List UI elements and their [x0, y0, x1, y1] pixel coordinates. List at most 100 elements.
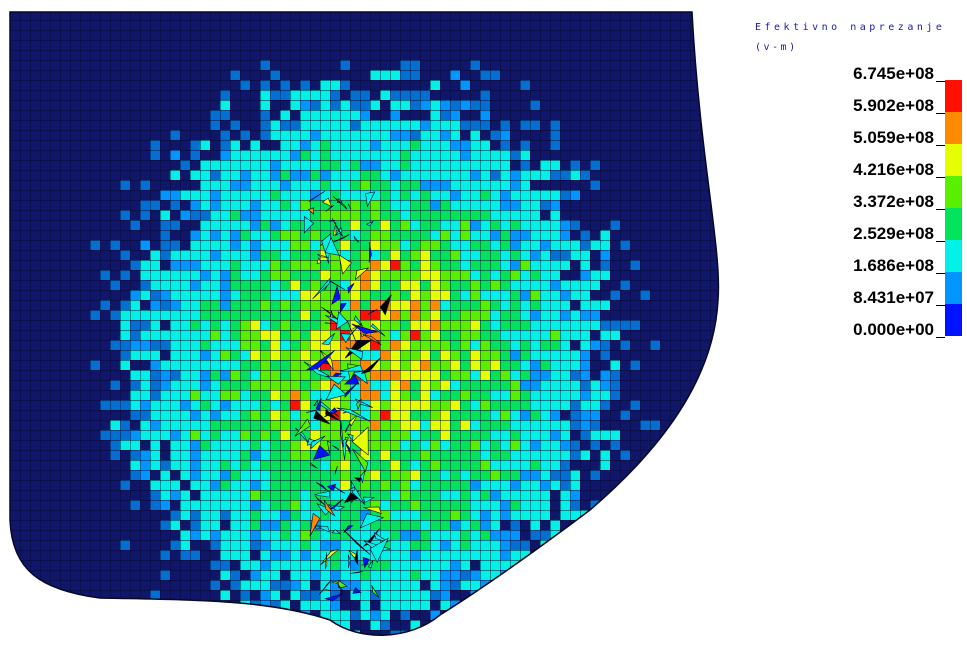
fracture-fragment [338, 254, 352, 275]
legend-swatch-3 [945, 176, 962, 208]
legend-swatch-5 [945, 240, 962, 272]
fracture-fragment [353, 236, 360, 243]
legend-label-4: 3.372e+08 [820, 193, 945, 211]
fracture-fragment [314, 526, 322, 530]
fracture-fragment [373, 532, 389, 543]
fracture-fragment [369, 537, 389, 563]
stress-cell [450, 610, 460, 620]
stress-cell [460, 630, 470, 636]
hull-surface [10, 12, 719, 636]
stress-cell [570, 530, 580, 540]
legend-label-2: 5.059e+08 [820, 129, 945, 147]
fracture-fragment [332, 196, 348, 210]
fracture-fragment [329, 498, 344, 510]
fracture-fragment [362, 556, 370, 569]
legend-swatch-6 [945, 272, 962, 304]
fracture-fragment [331, 285, 341, 305]
legend-label-6: 1.686e+08 [820, 257, 945, 275]
fracture-fragment [365, 191, 376, 208]
fracture-fragment [316, 256, 322, 265]
fracture-fragment [347, 282, 355, 294]
fracture-fragment [314, 490, 331, 498]
stress-cell [630, 510, 640, 520]
fracture-fragment [325, 205, 335, 212]
stress-cell [530, 560, 540, 570]
stress-cell [220, 610, 230, 620]
fracture-fragment [319, 349, 334, 371]
fracture-fragment [356, 399, 362, 411]
legend-label-0: 6.745e+08 [820, 65, 945, 83]
fracture-fragment [340, 364, 364, 372]
fracture-fragment [359, 470, 366, 484]
stress-cell [460, 610, 470, 620]
fracture-fragment [294, 418, 311, 437]
fracture-fragment [342, 411, 348, 414]
stress-cell [260, 610, 270, 620]
legend-swatch-1 [945, 112, 962, 144]
fracture-fragment [379, 294, 392, 316]
stress-cell [440, 630, 450, 636]
fracture-fragment [336, 407, 371, 422]
stress-cell [290, 620, 300, 630]
fracture-fragment [348, 413, 359, 427]
fracture-fragment [347, 203, 352, 210]
fracture-fragment [366, 220, 374, 227]
fracture-fragment [325, 409, 341, 422]
fracture-fragment [331, 529, 342, 535]
stress-cell [520, 580, 530, 590]
fracture-fragment [312, 444, 331, 461]
fracture-fragment [324, 552, 328, 570]
fracture-fragment [344, 381, 359, 398]
fracture-fragment [353, 477, 363, 483]
fracture-fragment [347, 486, 355, 491]
legend-title: Efektivno naprezanje [755, 22, 946, 33]
fracture-fragment [368, 241, 372, 263]
stress-cell [280, 620, 290, 630]
fracture-fragment [306, 408, 321, 413]
legend-swatch-2 [945, 144, 962, 176]
fracture-fragment [354, 267, 369, 281]
fracture-fragment [363, 506, 382, 514]
fracture-fragment [315, 398, 322, 412]
legend-label-1: 5.902e+08 [820, 97, 945, 115]
fracture-fragment [340, 421, 344, 448]
fracture-fragment [367, 560, 374, 568]
fracture-fragment [334, 465, 338, 475]
legend-color-bar [945, 80, 962, 336]
fracture-fragment [331, 484, 346, 494]
stress-cell [540, 560, 550, 570]
stress-cell [240, 630, 250, 636]
stress-cell [430, 630, 440, 636]
fracture-fragment [337, 584, 344, 593]
fracture-fragment [359, 513, 385, 529]
fracture-fragment [321, 197, 333, 208]
stress-cell [490, 590, 500, 600]
fracture-fragment [344, 436, 349, 443]
fracture-fragment [312, 277, 331, 300]
stress-cell [320, 630, 330, 636]
fracture-fragment [308, 190, 326, 203]
stress-cell [200, 620, 210, 630]
fracture-fragment [346, 433, 354, 442]
fracture-fragment [332, 445, 340, 451]
stress-cell [190, 600, 200, 610]
stress-cell [480, 590, 490, 600]
legend-swatch-7 [945, 304, 962, 336]
fracture-fragment [363, 496, 376, 503]
legend-unit: (v-m) [755, 42, 798, 53]
fracture-fragment [344, 492, 359, 504]
stress-cell [450, 620, 460, 630]
stress-cell [470, 600, 480, 610]
fracture-fragment [367, 309, 378, 315]
legend-label-8: 0.000e+00 [820, 321, 945, 339]
fracture-fragment [323, 499, 336, 517]
stress-cell [270, 630, 280, 636]
fracture-fragment [352, 448, 369, 473]
fracture-fragment [310, 435, 326, 450]
fracture-fragment [349, 570, 363, 574]
legend-label-7: 8.431e+07 [820, 289, 945, 307]
fracture-fragment [362, 333, 382, 346]
stress-cell [580, 540, 590, 550]
fracture-fragment [350, 324, 360, 336]
